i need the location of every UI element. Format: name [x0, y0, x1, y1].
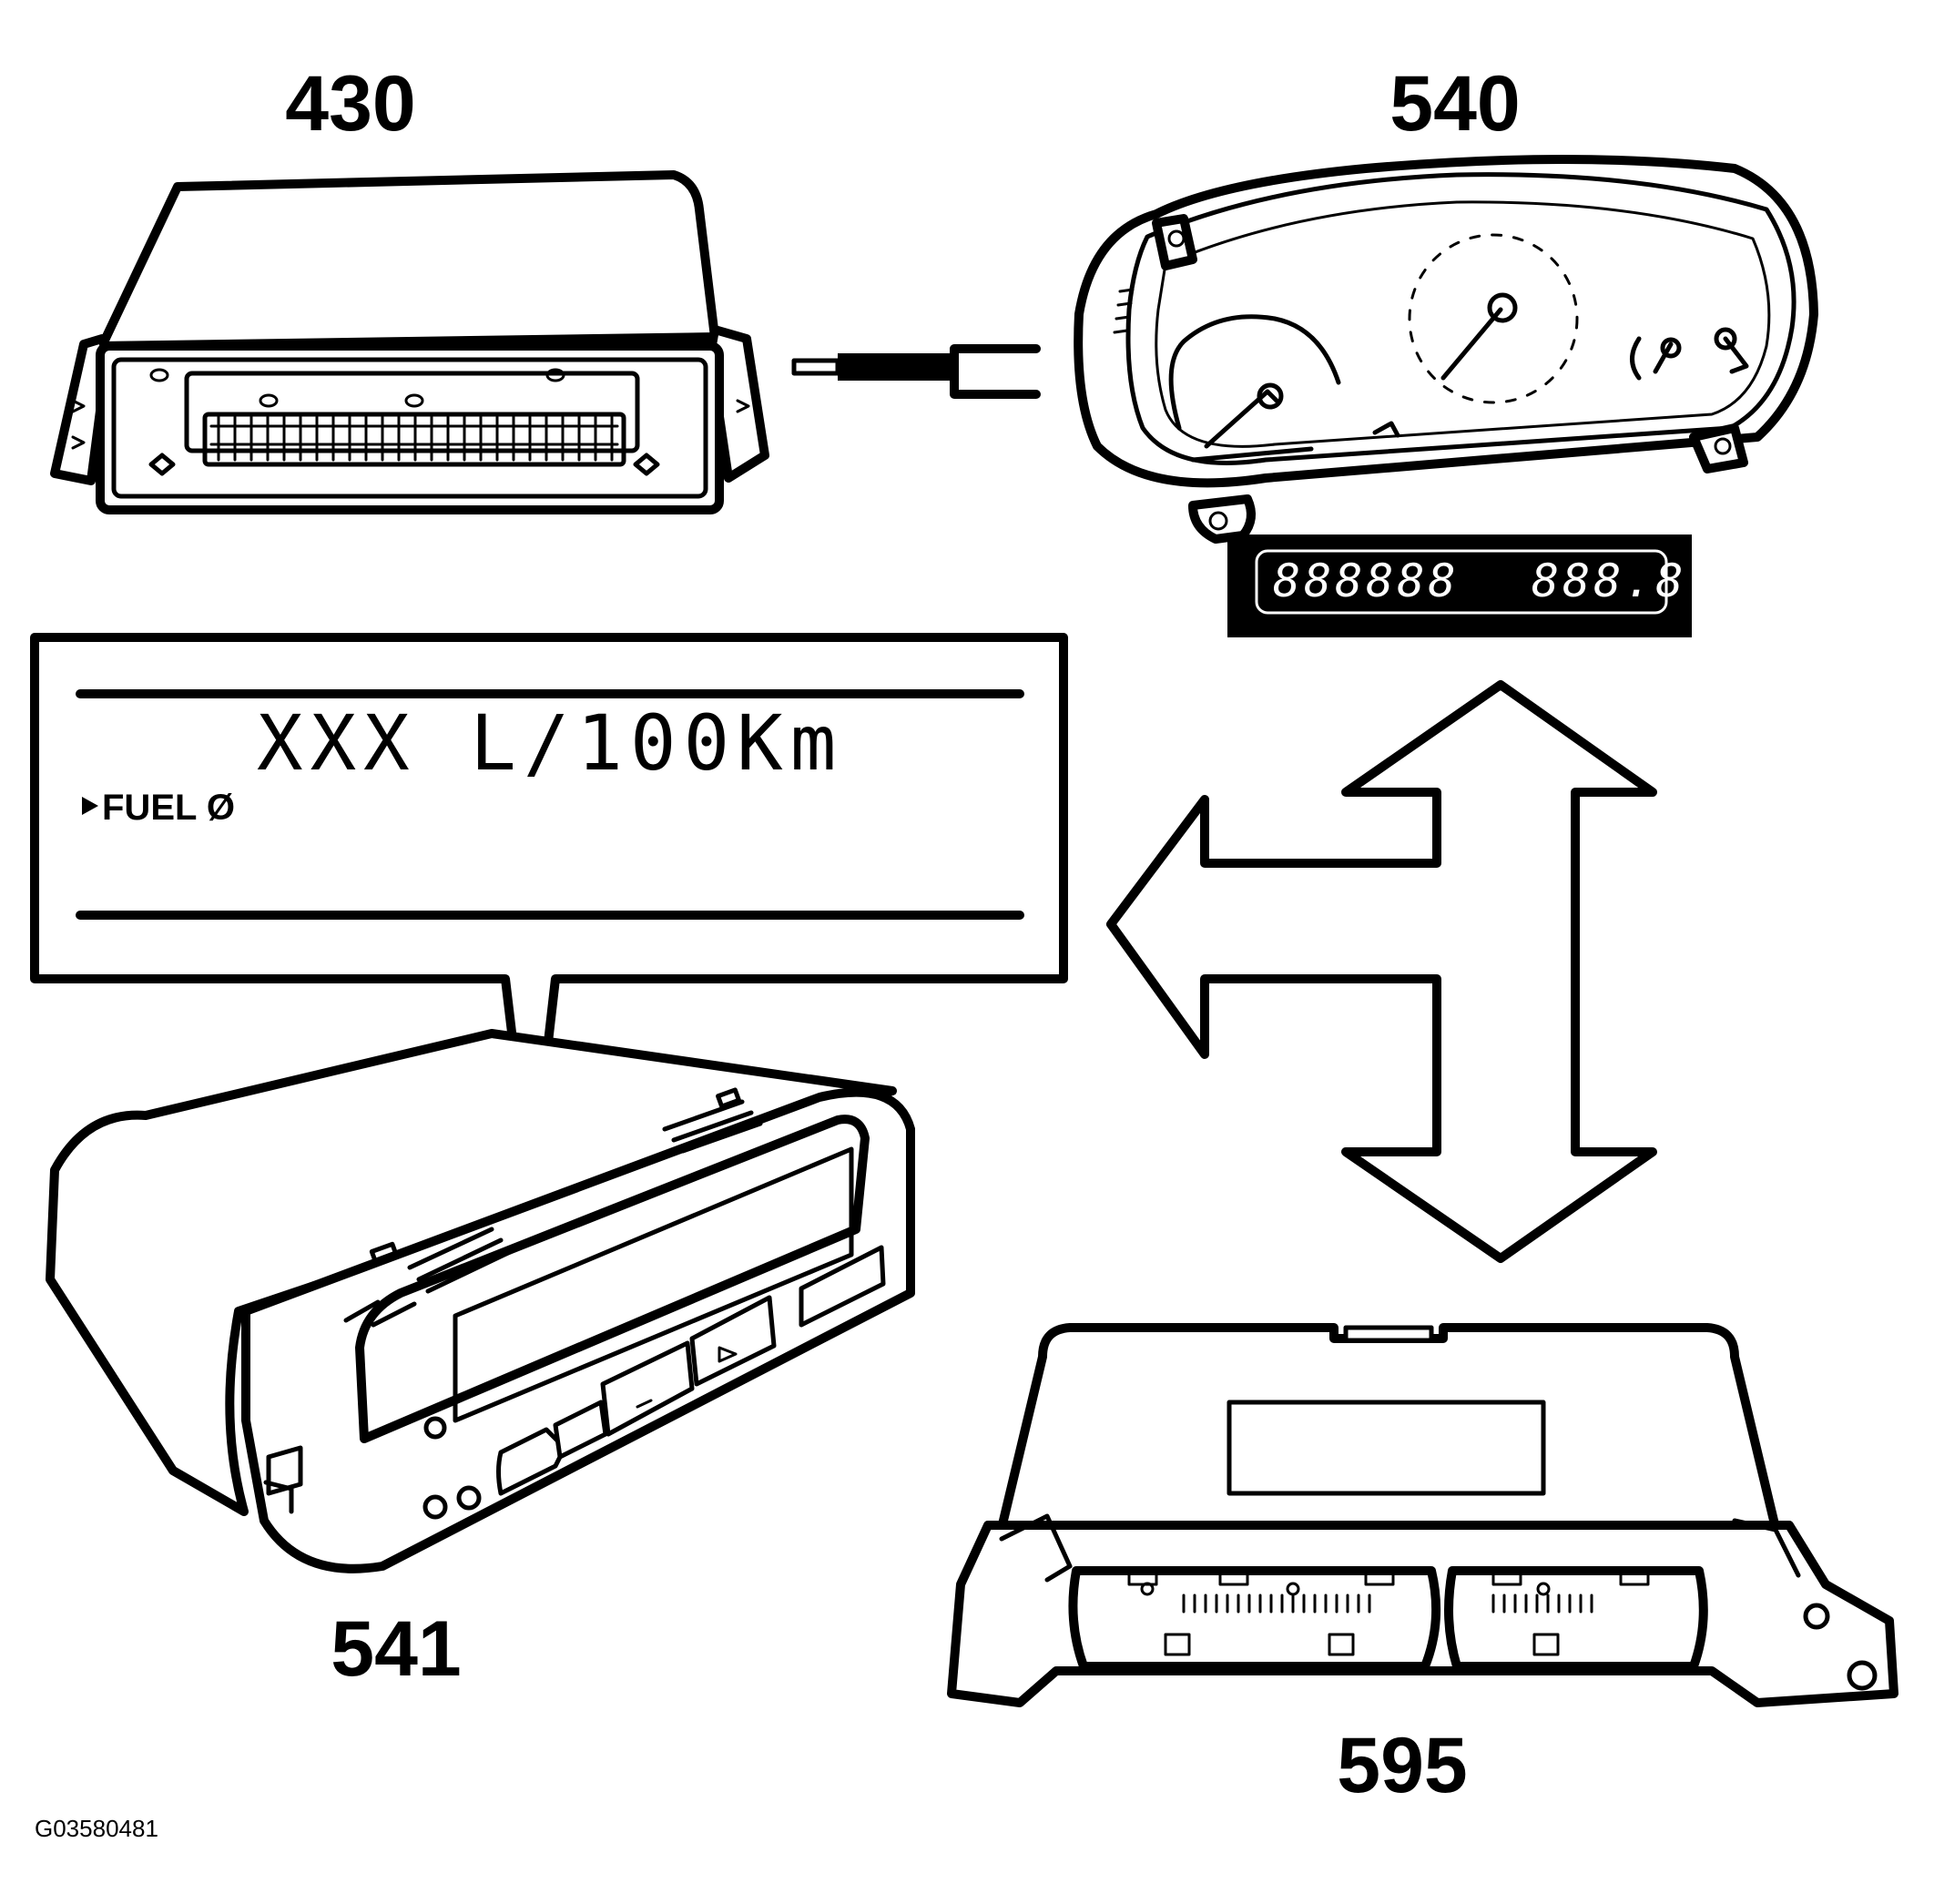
module-430-label: 430 — [285, 60, 416, 148]
fuel-menu-item: FUEL Ø — [102, 788, 235, 828]
odometer-total: 888888 — [1273, 555, 1460, 607]
module-540: 540 888888 888.8 — [1074, 60, 1818, 637]
module-541: 541 — [46, 1029, 915, 1693]
module-595: 595 — [947, 1323, 1898, 1809]
module-595-label: 595 — [1337, 1722, 1468, 1809]
network-arrow — [1106, 680, 1657, 1263]
display-callout: XXX L/100Km FUEL Ø — [30, 633, 1068, 1197]
figure-id: G03580481 — [35, 1815, 158, 1842]
module-541-label: 541 — [331, 1605, 462, 1693]
wire-connector-430-540 — [791, 344, 1041, 399]
odometer-trip: 888.8 — [1532, 555, 1687, 607]
fuel-consumption-reading: XXX L/100Km — [257, 698, 843, 788]
module-430: 430 — [50, 60, 769, 514]
module-540-label: 540 — [1389, 60, 1521, 148]
